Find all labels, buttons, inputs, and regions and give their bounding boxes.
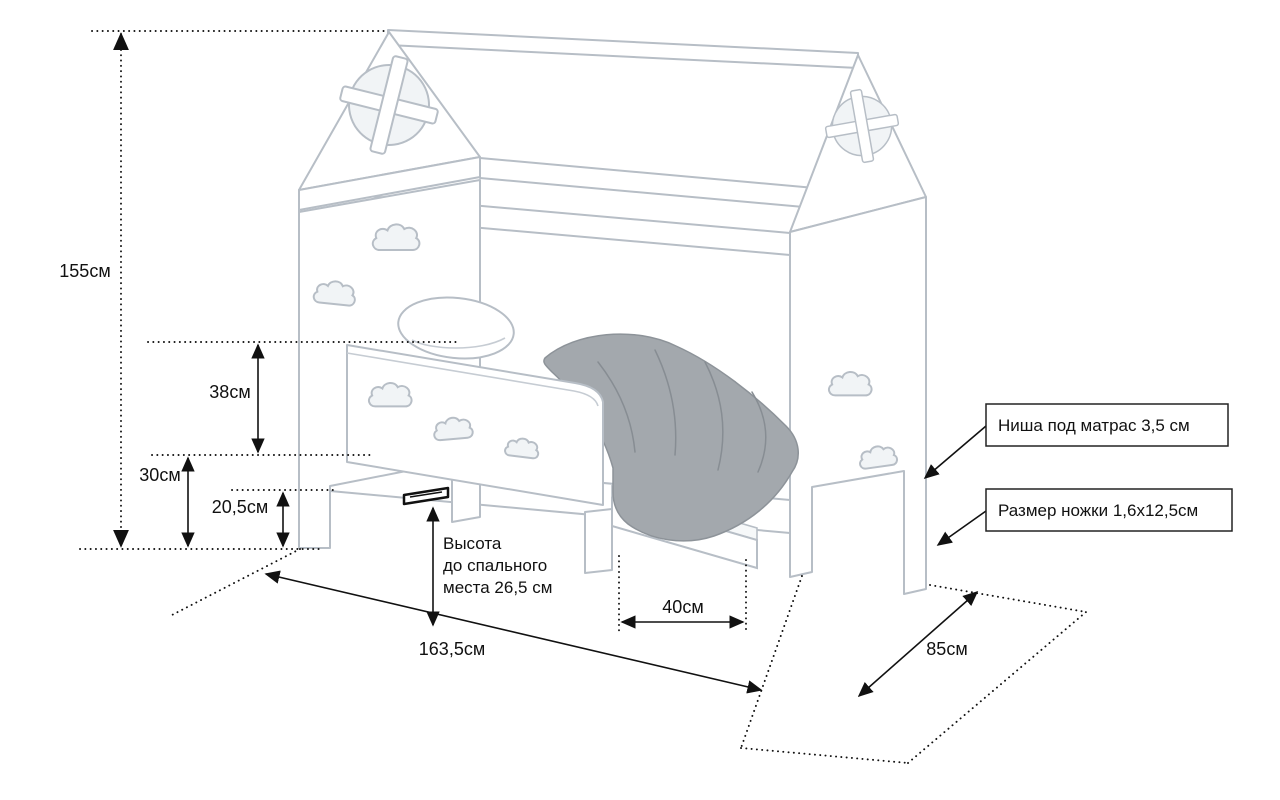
- label-frame-height: 30см: [139, 465, 180, 485]
- dim-width: 85см: [740, 584, 1087, 764]
- dim-sleeping-height: Высота до спального места 26,5 см: [426, 506, 552, 627]
- label-length: 163,5см: [419, 639, 485, 659]
- right-house-panel: [789, 54, 927, 595]
- callout-mattress-niche: Ниша под матрас 3,5 см: [923, 403, 1229, 480]
- callout-leg-size: Размер ножки 1,6х12,5см: [936, 488, 1233, 546]
- callout-box-leg-size: [985, 488, 1233, 532]
- callout-box-mattress-niche: [985, 403, 1229, 447]
- label-sleeping-height-line3: места 26,5 см: [443, 578, 552, 597]
- dim-frame-height: 30см: [139, 454, 373, 548]
- window-cross-cutout-right: [824, 88, 900, 164]
- dim-opening-width: 40см: [618, 555, 747, 635]
- dim-rail-height: 38см: [147, 341, 459, 454]
- dim-total-height: 155см: [59, 30, 389, 550]
- label-sleeping-height-line1: Высота: [443, 534, 502, 553]
- label-leg-size: Размер ножки 1,6х12,5см: [998, 501, 1198, 520]
- bed-illustration: [298, 29, 927, 595]
- label-sleeping-height-line2: до спального: [443, 556, 547, 575]
- label-mattress-niche: Ниша под матрас 3,5 см: [998, 416, 1190, 435]
- dim-clearance: 20,5см: [212, 489, 335, 548]
- guard-rail: [346, 344, 604, 506]
- label-rail-height: 38см: [209, 382, 250, 402]
- dim-length: 163,5см: [171, 548, 803, 749]
- label-opening-width: 40см: [662, 597, 703, 617]
- label-total-height: 155см: [59, 261, 110, 281]
- blanket: [543, 333, 799, 542]
- sleeping-level-marker: [402, 486, 450, 506]
- label-width: 85см: [926, 639, 967, 659]
- left-gable-chord-plank: [298, 156, 481, 211]
- window-cross-cutout-left: [339, 55, 439, 155]
- leg-middle: [584, 508, 613, 574]
- roof-ridge-beam: [387, 29, 859, 69]
- label-clearance: 20,5см: [212, 497, 268, 517]
